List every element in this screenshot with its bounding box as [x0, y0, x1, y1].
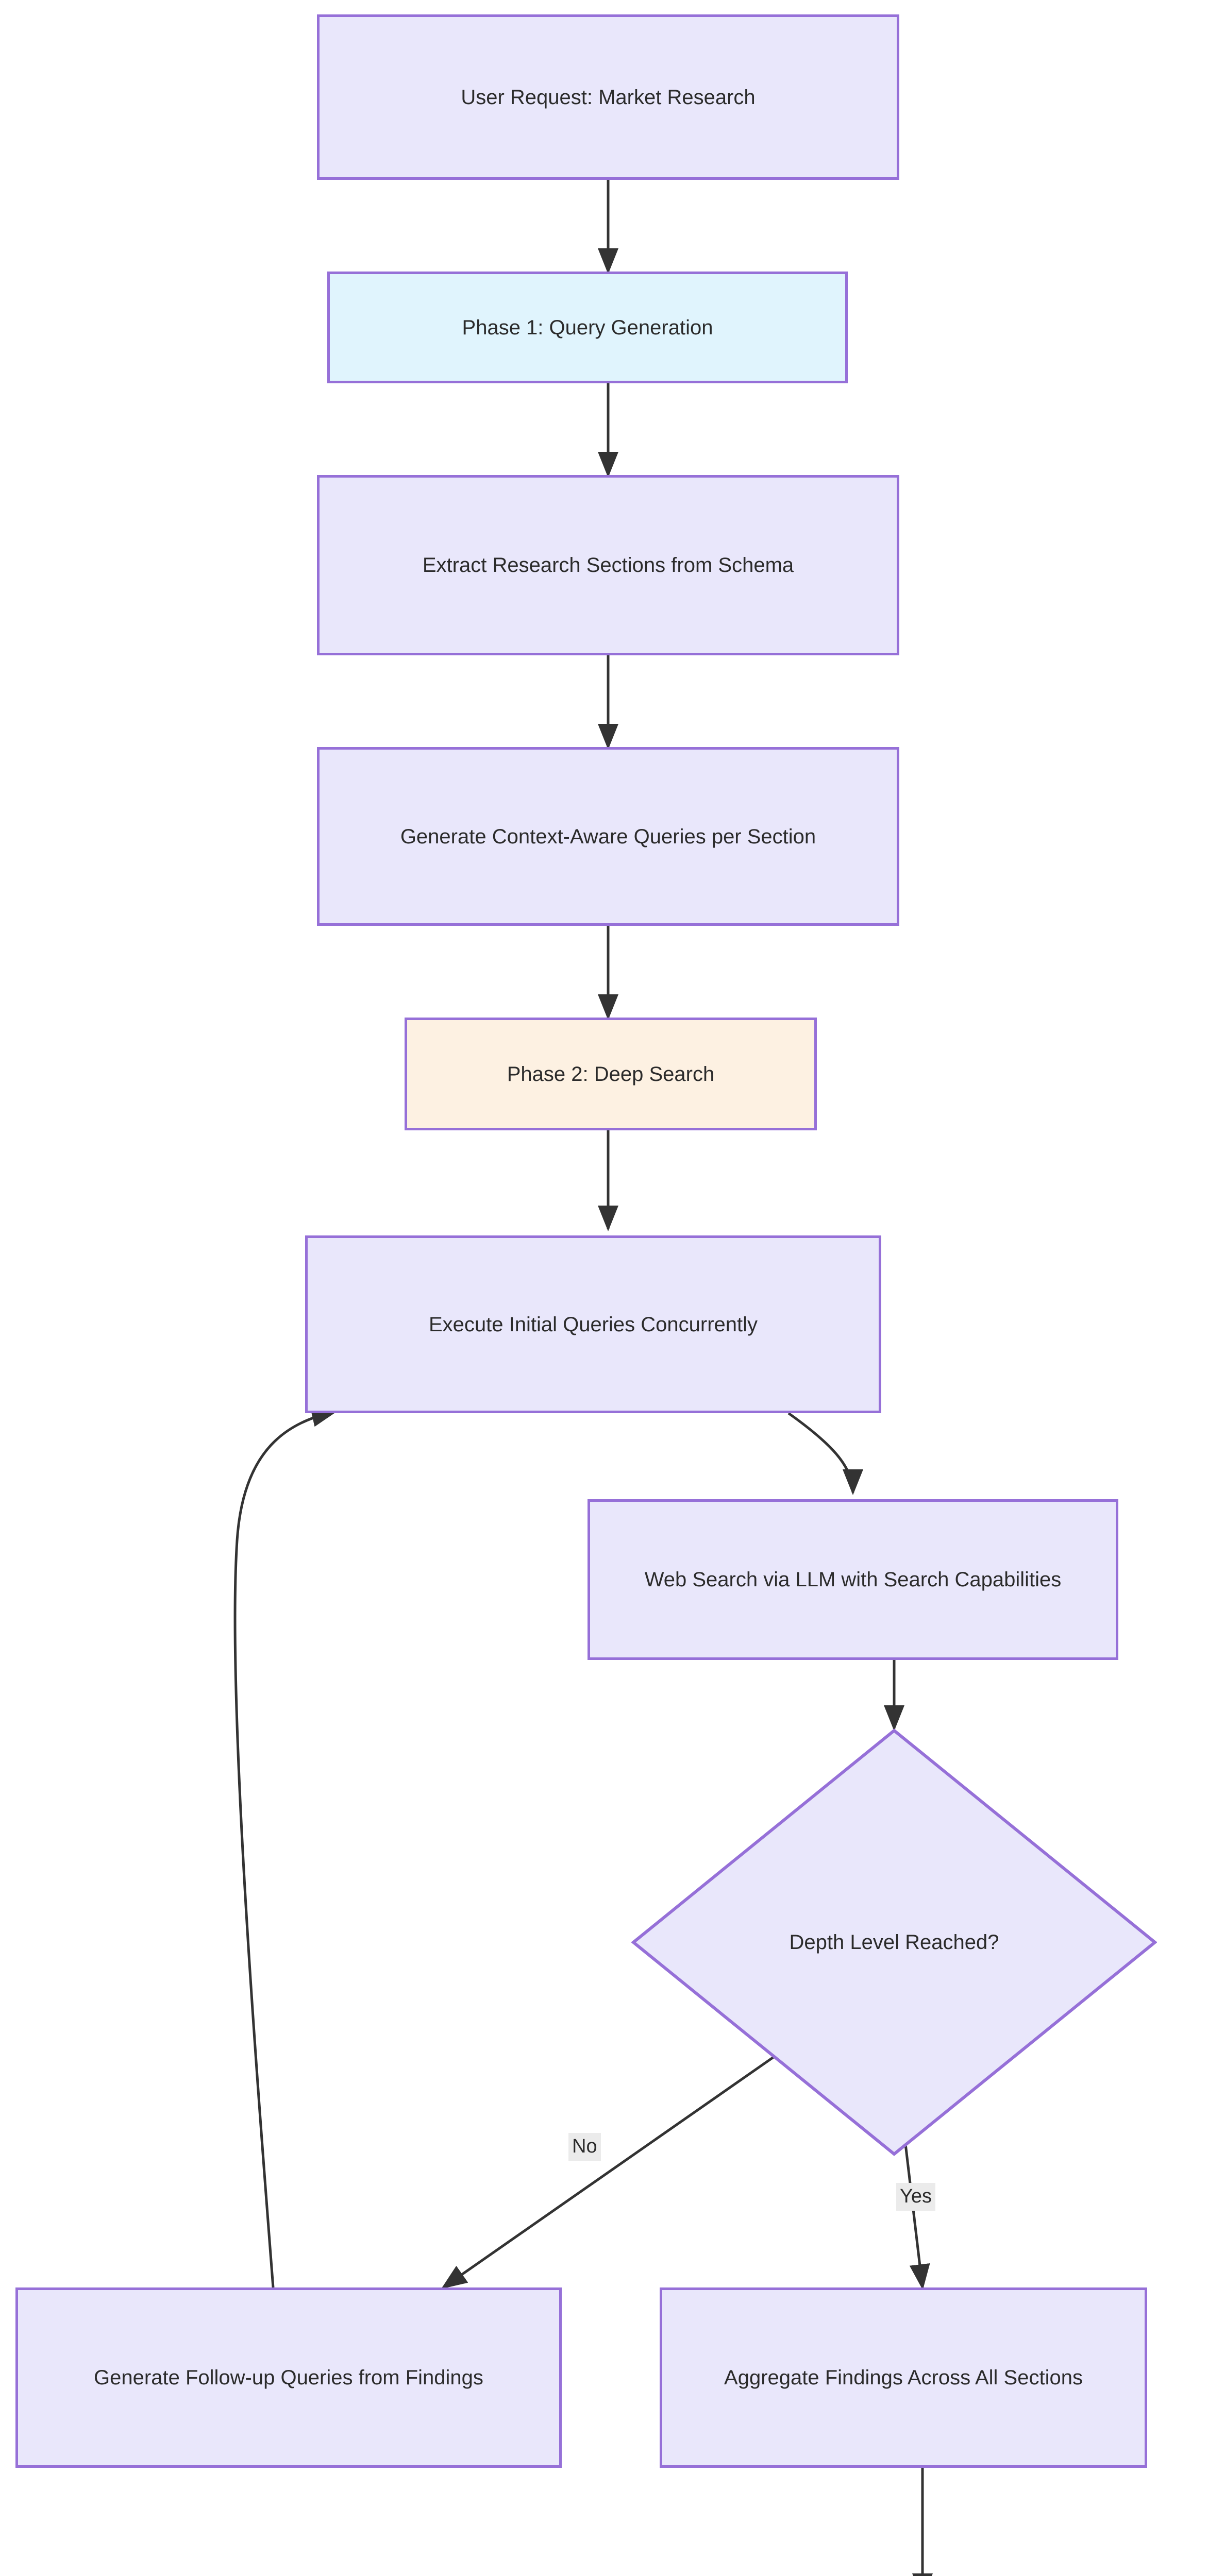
node-depth-level-decision-label: Depth Level Reached? — [789, 1930, 999, 1954]
diamond-shape — [631, 1728, 1157, 2156]
node-extract-sections[interactable]: Extract Research Sections from Schema — [317, 475, 899, 655]
edge-label-yes: Yes — [896, 2183, 935, 2211]
node-web-search-label: Web Search via LLM with Search Capabilit… — [644, 1568, 1062, 1591]
edge-followup-queries-to-execute-initial — [233, 1406, 338, 2288]
edge-label-yes-text: Yes — [900, 2185, 932, 2207]
edge-depth-check-to-followup-queries — [441, 2054, 777, 2289]
node-phase-2-label: Phase 2: Deep Search — [507, 1062, 715, 1086]
node-phase-1[interactable]: Phase 1: Query Generation — [327, 272, 848, 383]
node-followup-queries[interactable]: Generate Follow-up Queries from Findings — [15, 2287, 562, 2468]
node-aggregate-findings[interactable]: Aggregate Findings Across All Sections — [660, 2287, 1147, 2468]
edge-label-no-text: No — [572, 2136, 597, 2157]
node-user-request[interactable]: User Request: Market Research — [317, 14, 899, 180]
node-depth-level-decision[interactable]: Depth Level Reached? — [631, 1728, 1157, 2156]
node-user-request-label: User Request: Market Research — [461, 86, 756, 109]
node-generate-queries-label: Generate Context-Aware Queries per Secti… — [400, 825, 816, 848]
edge-depth-check-to-aggregate — [903, 2135, 930, 2290]
node-extract-sections-label: Extract Research Sections from Schema — [422, 554, 794, 577]
node-execute-initial-queries[interactable]: Execute Initial Queries Concurrently — [305, 1235, 881, 1413]
edge-execute-initial-to-web-search — [787, 1412, 863, 1495]
node-phase-2[interactable]: Phase 2: Deep Search — [405, 1018, 817, 1130]
node-phase-1-label: Phase 1: Query Generation — [462, 316, 713, 339]
node-web-search[interactable]: Web Search via LLM with Search Capabilit… — [588, 1499, 1118, 1660]
edge-label-no: No — [568, 2133, 601, 2161]
node-generate-queries[interactable]: Generate Context-Aware Queries per Secti… — [317, 747, 899, 926]
node-execute-initial-queries-label: Execute Initial Queries Concurrently — [428, 1313, 758, 1336]
node-aggregate-findings-label: Aggregate Findings Across All Sections — [724, 2366, 1083, 2389]
node-followup-queries-label: Generate Follow-up Queries from Findings — [94, 2366, 483, 2389]
